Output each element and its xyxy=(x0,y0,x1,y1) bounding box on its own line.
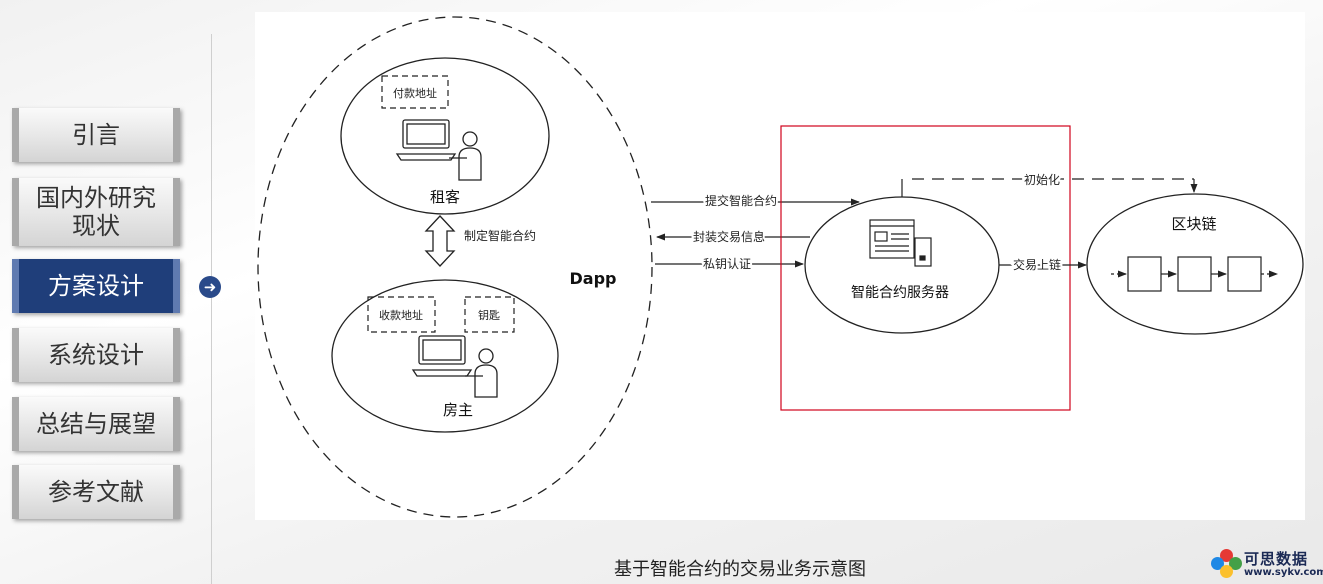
nav-item-system-design[interactable]: 系统设计 xyxy=(12,328,180,382)
dapp-boundary xyxy=(257,16,653,518)
onchain-label: 交易上链 xyxy=(1013,257,1061,272)
payment-address-label: 付款地址 xyxy=(393,86,437,100)
key-box xyxy=(464,296,515,333)
payment-address-box xyxy=(381,75,449,109)
highlight-box xyxy=(780,125,1071,411)
receiving-address-label: 收款地址 xyxy=(379,308,423,322)
block-2 xyxy=(1177,256,1212,292)
arrow-right-circle-icon[interactable]: ➜ xyxy=(199,276,221,298)
wrap-transaction-label: 封装交易信息 xyxy=(693,229,765,244)
dapp-label: Dapp xyxy=(570,269,617,288)
server-window-icon xyxy=(869,219,932,267)
brand-logo: 可思数据 www.sykv.com xyxy=(1210,548,1323,582)
key-label: 钥匙 xyxy=(478,308,500,322)
submit-contract-label: 提交智能合约 xyxy=(705,193,777,208)
contract-edge-label: 制定智能合约 xyxy=(464,228,536,243)
diagram-svg: Dapp 付款地址 租客 制定智能合约 收款地址 钥匙 xyxy=(257,16,1304,518)
nav-item-summary[interactable]: 总结与展望 xyxy=(12,397,180,451)
nav-item-related-work[interactable]: 国内外研究现状 xyxy=(12,178,180,246)
tenant-label: 租客 xyxy=(430,188,460,206)
logo-circle-green xyxy=(1229,557,1242,570)
receiving-address-box xyxy=(367,296,436,333)
logo-title: 可思数据 xyxy=(1244,550,1309,568)
contract-server-node xyxy=(804,196,1000,334)
nav-item-scheme-design[interactable]: 方案设计 xyxy=(12,259,180,313)
contract-server-label: 智能合约服务器 xyxy=(851,285,949,301)
figure-caption: 基于智能合约的交易业务示意图 xyxy=(614,559,866,580)
sidebar-divider xyxy=(211,34,212,584)
logo-url: www.sykv.com xyxy=(1244,567,1323,578)
init-label: 初始化 xyxy=(1024,173,1060,187)
landlord-person-computer-icon xyxy=(411,335,498,398)
contract-double-arrow xyxy=(424,215,456,267)
private-key-auth-label: 私钥认证 xyxy=(703,257,751,271)
block-3 xyxy=(1227,256,1262,292)
transaction-diagram: Dapp 付款地址 租客 制定智能合约 收款地址 钥匙 xyxy=(255,12,1305,520)
logo-circle-yellow xyxy=(1220,565,1233,578)
nav-item-intro[interactable]: 引言 xyxy=(12,108,180,162)
nav-item-references[interactable]: 参考文献 xyxy=(12,465,180,519)
block-1 xyxy=(1127,256,1162,292)
block-chain xyxy=(1111,256,1278,292)
blockchain-label: 区块链 xyxy=(1171,215,1216,233)
tenant-person-computer-icon xyxy=(395,119,482,181)
landlord-label: 房主 xyxy=(443,401,473,419)
